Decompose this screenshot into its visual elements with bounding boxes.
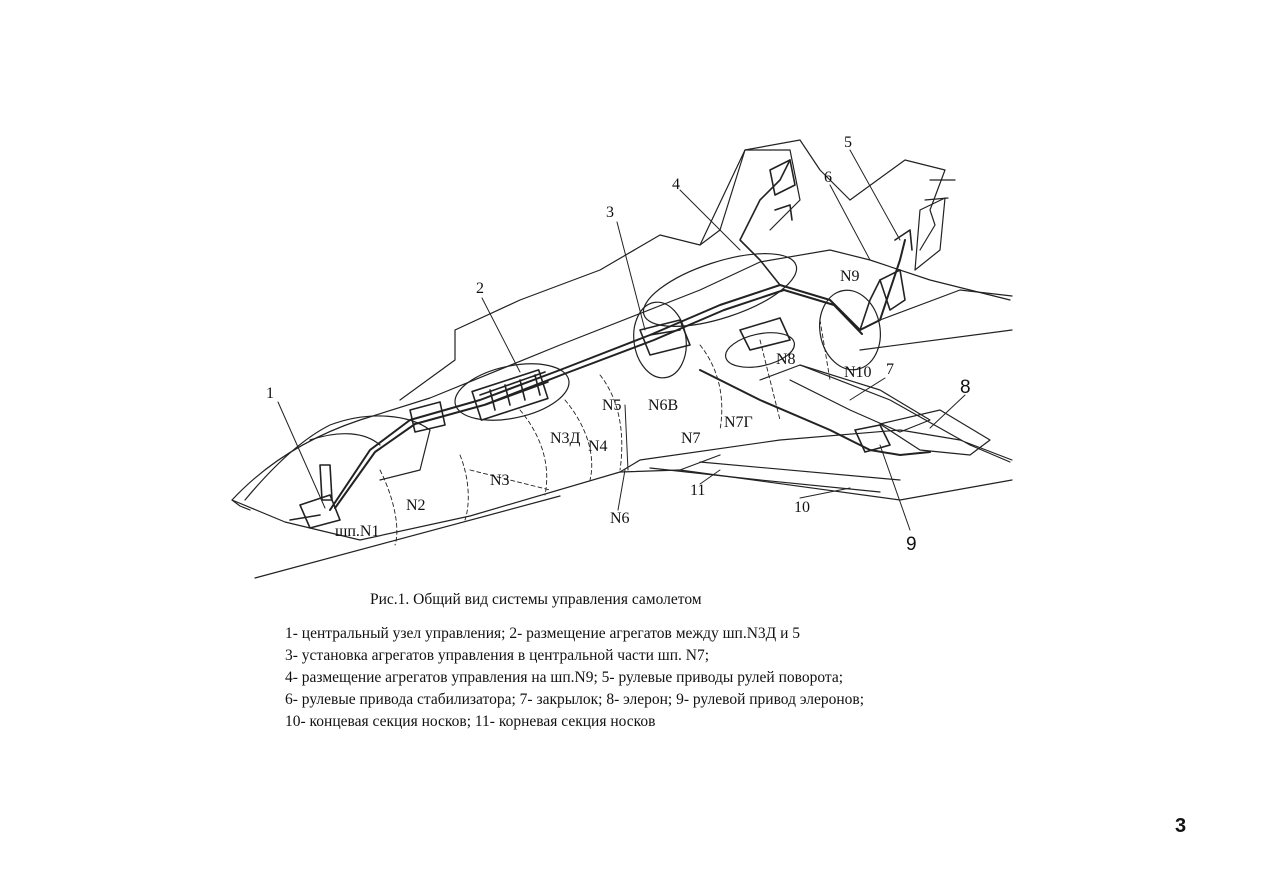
label-3: 3 — [606, 204, 614, 221]
frame-label-n6v: N6В — [648, 397, 678, 414]
leader-lines — [277, 149, 966, 531]
frame-label-n4: N4 — [588, 438, 608, 455]
legend-line: 3- установка агрегатов управления в цент… — [285, 647, 710, 664]
label-10: 10 — [794, 499, 810, 516]
label-9: 9 — [906, 534, 917, 555]
flap-outline — [789, 364, 931, 433]
legend-line: 4- размещение агрегатов управления на шп… — [285, 669, 844, 686]
mechanism-blocks — [289, 159, 913, 529]
label-7: 7 — [886, 361, 894, 378]
frame-label-n7g: N7Г — [724, 414, 753, 431]
unit-ellipse-7 — [725, 332, 795, 368]
baseline-line — [254, 495, 561, 579]
wing-outline — [619, 364, 1013, 501]
rudder-rods — [739, 159, 881, 331]
label-11: 11 — [690, 482, 705, 499]
frame-label-sp1: шп.N1 — [335, 523, 379, 540]
frame-label-n6: N6 — [610, 510, 630, 527]
control-rods — [329, 239, 931, 511]
fuselage-outline — [231, 249, 1011, 541]
page-number: 3 — [1175, 815, 1187, 837]
unit-ellipse-6 — [819, 289, 881, 371]
frame-label-n3d: N3Д — [550, 430, 581, 447]
nose-outline — [231, 499, 251, 511]
frame-label-n8: N8 — [776, 351, 796, 368]
aileron-outline — [879, 409, 991, 456]
figure-caption: Рис.1. Общий вид системы управления само… — [370, 591, 702, 608]
label-8: 8 — [960, 377, 971, 398]
upper-fuselage — [399, 139, 851, 401]
vertical-tail-right — [849, 159, 946, 251]
canopy-frame — [309, 433, 381, 446]
frame-label-n5: N5 — [602, 397, 622, 414]
vertical-tail-left — [699, 149, 801, 246]
label-6: 6 — [824, 169, 832, 186]
frame-label-n10: N10 — [844, 364, 872, 381]
legend-line: 10- концевая секция носков; 11- корневая… — [285, 713, 656, 730]
frame-label-n3: N3 — [490, 472, 510, 489]
legend-line: 1- центральный узел управления; 2- разме… — [285, 625, 801, 642]
rudder-panel — [914, 197, 946, 271]
frame-section-lines — [379, 319, 831, 546]
frame-label-n7: N7 — [681, 430, 701, 447]
legend-line: 6- рулевые привода стабилизатора; 7- зак… — [285, 691, 865, 708]
slat-lines — [649, 461, 901, 493]
label-2: 2 — [476, 280, 484, 297]
label-4: 4 — [672, 176, 680, 193]
canopy-outline — [244, 415, 431, 501]
frame-label-n9: N9 — [840, 268, 860, 285]
frame-label-n2: N2 — [406, 497, 426, 514]
stabilizer — [859, 289, 1013, 351]
unit-ellipse-2 — [454, 363, 570, 421]
unit-ellipse-4 — [642, 253, 798, 327]
label-5: 5 — [844, 134, 852, 151]
figure-legend: 1- центральный узел управления; 2- разме… — [285, 623, 864, 733]
label-1: 1 — [266, 385, 274, 402]
